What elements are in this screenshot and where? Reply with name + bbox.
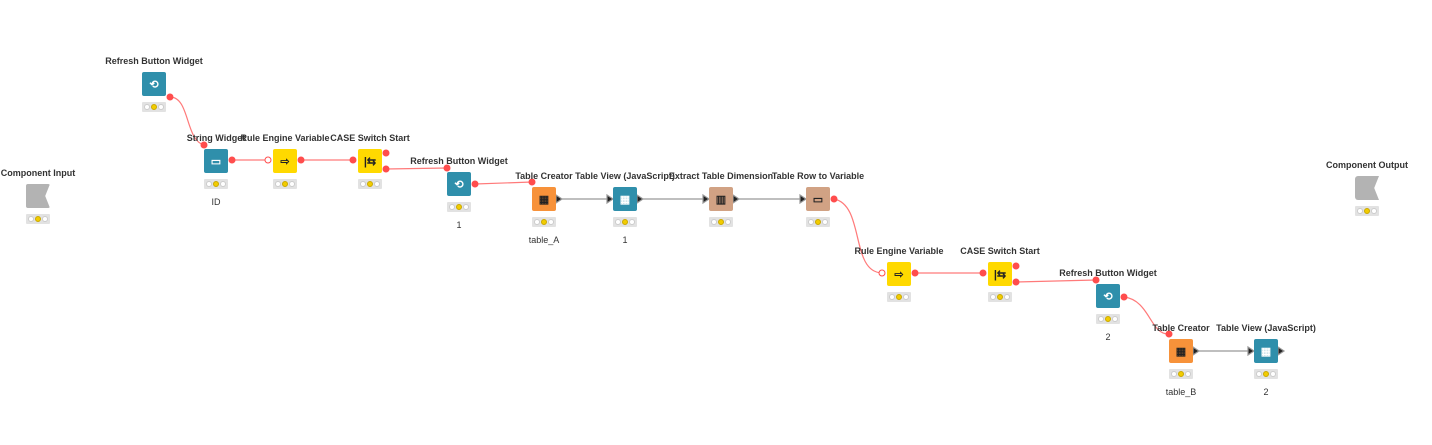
string-widget-icon: ▭ bbox=[204, 149, 228, 173]
node-case-switch-start-1[interactable]: CASE Switch Start |⇆ bbox=[330, 133, 410, 189]
case-switch-icon: |⇆ bbox=[358, 149, 382, 173]
edge bbox=[1015, 279, 1097, 283]
status-lights bbox=[887, 292, 911, 302]
table-view-icon: ▦ bbox=[613, 187, 637, 211]
node-label: Refresh Button Widget bbox=[105, 56, 203, 66]
node-annotation: table_A bbox=[528, 235, 560, 245]
node-case-switch-start-2[interactable]: CASE Switch Start |⇆ bbox=[960, 246, 1040, 302]
node-refresh-button-widget-3[interactable]: Refresh Button Widget ⟲ 2 bbox=[1059, 268, 1156, 342]
status-lights bbox=[532, 217, 556, 227]
node-label: Rule Engine Variable bbox=[854, 246, 944, 256]
refresh-widget-icon: ⟲ bbox=[447, 172, 471, 196]
node-table-view-1[interactable]: Table View (JavaScript) ▦ 1 bbox=[575, 171, 675, 245]
node-component-input[interactable]: Component Input bbox=[1, 168, 75, 224]
edge bbox=[474, 181, 533, 185]
node-table-creator-2[interactable]: Table Creator ▦ table_B bbox=[1152, 323, 1209, 397]
node-table-view-2[interactable]: Table View (JavaScript) ▦ 2 bbox=[1216, 323, 1316, 397]
node-label: Table View (JavaScript) bbox=[575, 171, 675, 181]
status-lights bbox=[1254, 369, 1278, 379]
node-table-creator-1[interactable]: Table Creator ▦ table_A bbox=[515, 171, 572, 245]
status-lights bbox=[142, 102, 166, 112]
status-lights bbox=[988, 292, 1012, 302]
node-annotation: 2 bbox=[1105, 332, 1111, 342]
table-view-icon: ▦ bbox=[1254, 339, 1278, 363]
status-lights bbox=[1355, 206, 1379, 216]
status-lights bbox=[806, 217, 830, 227]
component-input-icon bbox=[26, 184, 50, 208]
component-output-icon bbox=[1355, 176, 1379, 200]
node-rule-engine-variable-1[interactable]: Rule Engine Variable ⇨ bbox=[240, 133, 330, 189]
node-rule-engine-variable-2[interactable]: Rule Engine Variable ⇨ bbox=[854, 246, 944, 302]
row-to-variable-icon: ▭ bbox=[806, 187, 830, 211]
table-creator-icon: ▦ bbox=[1169, 339, 1193, 363]
status-lights bbox=[1096, 314, 1120, 324]
node-refresh-button-widget-1[interactable]: Refresh Button Widget ⟲ bbox=[105, 56, 203, 112]
node-label: Table Creator bbox=[515, 171, 573, 181]
node-refresh-button-widget-2[interactable]: Refresh Button Widget ⟲ 1 bbox=[410, 156, 507, 230]
node-annotation: table_B bbox=[1165, 387, 1197, 397]
status-lights bbox=[1169, 369, 1193, 379]
node-label: CASE Switch Start bbox=[960, 246, 1040, 256]
status-lights bbox=[26, 214, 50, 224]
edge bbox=[385, 167, 448, 170]
node-component-output[interactable]: Component Output bbox=[1326, 160, 1408, 216]
status-lights bbox=[273, 179, 297, 189]
node-table-row-to-variable[interactable]: Table Row to Variable ▭ bbox=[772, 171, 864, 227]
node-label: String Widget bbox=[186, 133, 246, 143]
status-lights bbox=[709, 217, 733, 227]
node-annotation: 1 bbox=[622, 235, 628, 245]
node-label: Component Output bbox=[1326, 160, 1408, 170]
node-label: Table Creator bbox=[1152, 323, 1210, 333]
node-extract-table-dimension[interactable]: Extract Table Dimension ▥ bbox=[669, 171, 773, 227]
node-label: Extract Table Dimension bbox=[668, 171, 774, 181]
node-label: Component Input bbox=[0, 168, 76, 178]
node-label: Table View (JavaScript) bbox=[1216, 323, 1316, 333]
edge bbox=[833, 198, 883, 274]
table-creator-icon: ▦ bbox=[532, 187, 556, 211]
case-switch-icon: |⇆ bbox=[988, 262, 1012, 286]
rule-engine-icon: ⇨ bbox=[887, 262, 911, 286]
node-label: Refresh Button Widget bbox=[1059, 268, 1157, 278]
refresh-widget-icon: ⟲ bbox=[1096, 284, 1120, 308]
node-label: Refresh Button Widget bbox=[410, 156, 508, 166]
node-string-widget[interactable]: String Widget ▭ ID bbox=[187, 133, 245, 207]
edge bbox=[169, 96, 205, 146]
edge bbox=[1123, 296, 1170, 335]
node-annotation: 2 bbox=[1263, 387, 1269, 397]
refresh-widget-icon: ⟲ bbox=[142, 72, 166, 96]
status-lights bbox=[447, 202, 471, 212]
status-lights bbox=[204, 179, 228, 189]
status-lights bbox=[613, 217, 637, 227]
node-annotation: ID bbox=[211, 197, 221, 207]
rule-engine-icon: ⇨ bbox=[273, 149, 297, 173]
node-annotation: 1 bbox=[456, 220, 462, 230]
node-label: Table Row to Variable bbox=[771, 171, 865, 181]
node-label: Rule Engine Variable bbox=[240, 133, 330, 143]
status-lights bbox=[358, 179, 382, 189]
extract-dimension-icon: ▥ bbox=[709, 187, 733, 211]
node-label: CASE Switch Start bbox=[330, 133, 410, 143]
